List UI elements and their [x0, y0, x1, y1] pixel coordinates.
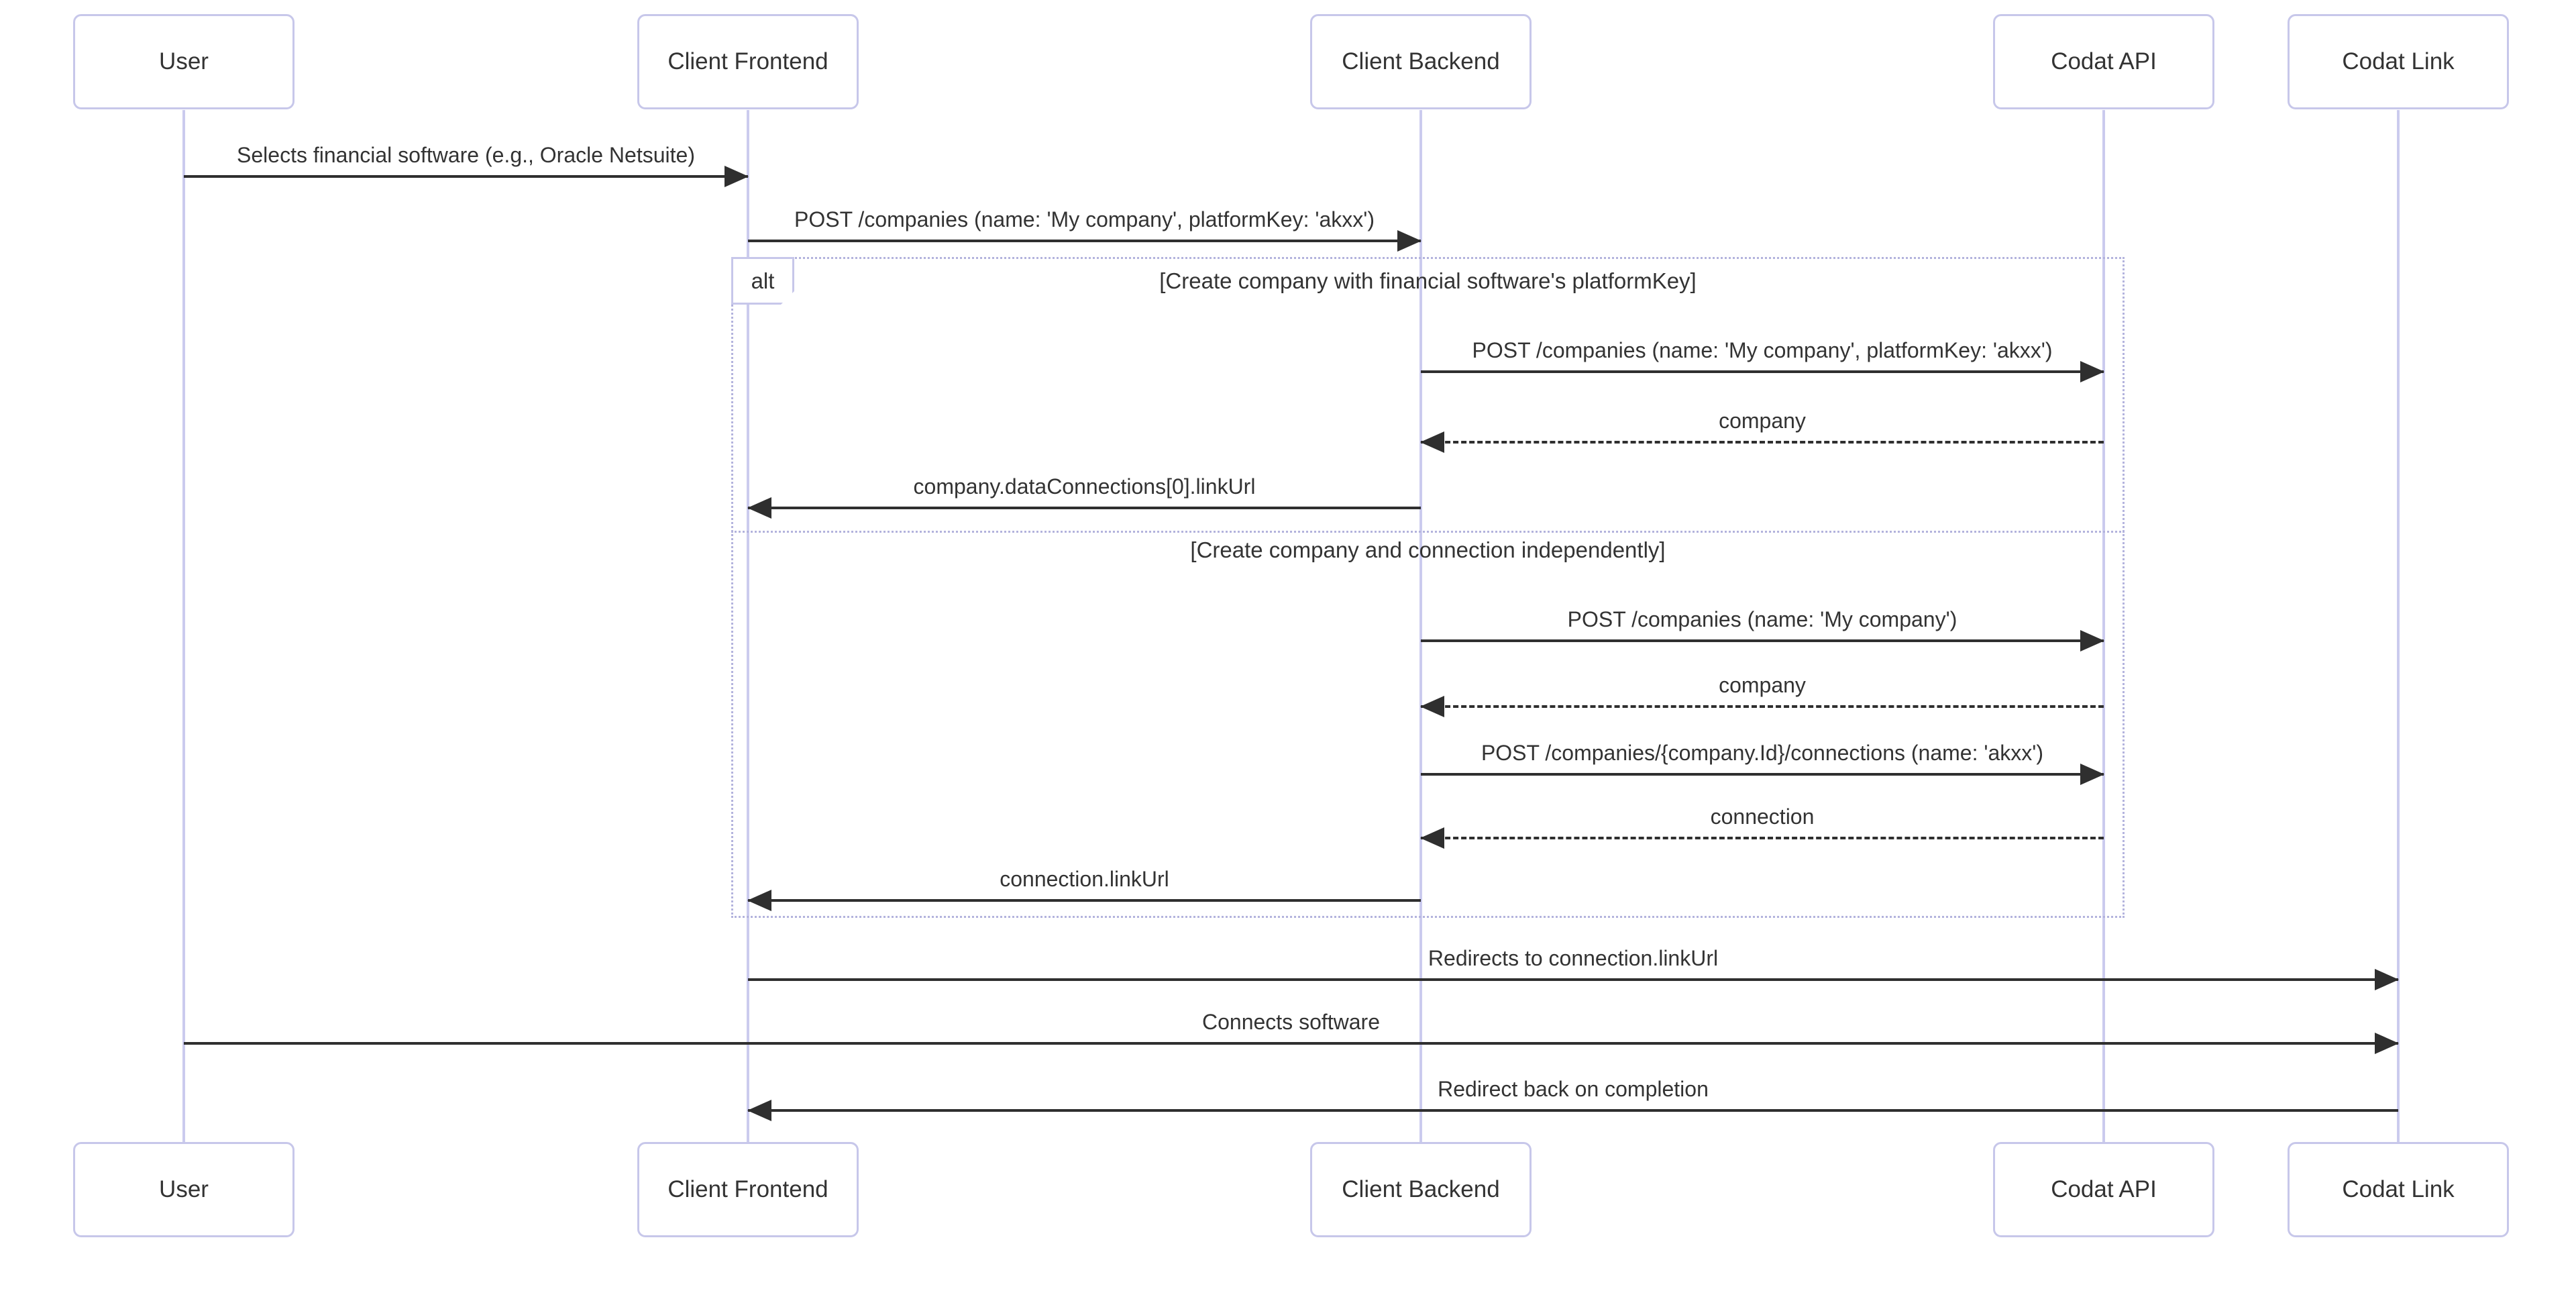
message-label: POST /companies (name: 'My company', pla… [1472, 338, 2053, 362]
message-label: connection [1710, 804, 1815, 829]
message-line [748, 240, 1421, 242]
participant-box-client-backend-bottom: Client Backend [1310, 1142, 1532, 1237]
arrowhead-right-icon [2080, 764, 2104, 785]
message-post-companies-platformkey-backend: POST /companies (name: 'My company', pla… [1421, 337, 2104, 382]
message-redirects-to-linkurl: Redirects to connection.linkUrl [748, 945, 2399, 990]
message-connects-software: Connects software [184, 1008, 2399, 1054]
alt-condition-1: [Create company with financial software'… [1159, 268, 1697, 293]
message-line [1421, 773, 2104, 776]
message-redirect-back: Redirect back on completion [747, 1076, 2398, 1121]
participant-box-codat-api-bottom: Codat API [1993, 1142, 2214, 1237]
arrowhead-right-icon [1397, 230, 1421, 252]
message-line [748, 899, 1421, 902]
message-label: POST /companies (name: 'My company', pla… [794, 207, 1375, 231]
message-label: POST /companies (name: 'My company') [1567, 607, 1957, 631]
arrowhead-right-icon [2375, 969, 2399, 990]
message-line-dashed [1421, 837, 2104, 839]
message-label: company [1719, 673, 1806, 697]
lifeline-user [182, 110, 185, 1142]
message-label: connection.linkUrl [1000, 867, 1169, 891]
message-line [748, 978, 2398, 981]
participant-box-codat-api-top: Codat API [1993, 14, 2214, 109]
message-post-companies-name-only: POST /companies (name: 'My company') [1421, 606, 2104, 652]
message-selects-financial-software: Selects financial software (e.g., Oracle… [184, 142, 749, 187]
lifeline-codat-api [2102, 110, 2105, 1142]
message-label: Redirects to connection.linkUrl [1428, 946, 1719, 970]
message-connection-linkurl: connection.linkUrl [747, 866, 1421, 911]
arrowhead-right-icon [2080, 630, 2104, 652]
message-line [1421, 639, 2104, 642]
message-label: Selects financial software (e.g., Oracle… [237, 143, 695, 167]
participant-box-user-top: User [73, 14, 294, 109]
arrowhead-right-icon [2375, 1033, 2399, 1054]
arrowhead-left-icon [1420, 696, 1444, 717]
message-label: Redirect back on completion [1438, 1077, 1709, 1101]
lifeline-codat-link [2397, 110, 2400, 1142]
participant-box-codat-link-bottom: Codat Link [2288, 1142, 2509, 1237]
arrowhead-right-icon [2080, 361, 2104, 382]
participant-box-codat-link-top: Codat Link [2288, 14, 2509, 109]
alt-fragment-operator: alt [731, 257, 794, 305]
message-label: POST /companies/{company.Id}/connections… [1481, 741, 2044, 765]
message-post-companies-platformkey-frontend: POST /companies (name: 'My company', pla… [748, 206, 1421, 252]
message-line [184, 175, 748, 178]
lifeline-client-backend [1419, 110, 1422, 1142]
participant-box-client-backend-top: Client Backend [1310, 14, 1532, 109]
message-company-response-2: company [1420, 672, 2104, 717]
message-line-dashed [1421, 441, 2104, 444]
arrowhead-left-icon [747, 1100, 771, 1121]
alt-fragment-divider [731, 531, 2125, 533]
message-line [748, 507, 1421, 509]
message-label: Connects software [1201, 1010, 1380, 1034]
message-label: company.dataConnections[0].linkUrl [913, 474, 1256, 499]
alt-fragment [731, 257, 2125, 918]
alt-condition-2: [Create company and connection independe… [1190, 537, 1666, 562]
message-post-connections: POST /companies/{company.Id}/connections… [1421, 739, 2104, 785]
message-line [184, 1042, 2398, 1045]
message-line-dashed [1421, 705, 2104, 708]
participant-box-client-frontend-top: Client Frontend [637, 14, 859, 109]
message-label: company [1719, 409, 1806, 433]
participant-box-client-frontend-bottom: Client Frontend [637, 1142, 859, 1237]
lifeline-client-frontend [747, 110, 749, 1142]
arrowhead-left-icon [747, 497, 771, 519]
message-dataconnections-linkurl: company.dataConnections[0].linkUrl [747, 473, 1421, 519]
arrowhead-left-icon [747, 890, 771, 911]
arrowhead-right-icon [724, 166, 749, 187]
arrowhead-left-icon [1420, 827, 1444, 849]
message-line [1421, 370, 2104, 373]
message-line [748, 1109, 2398, 1112]
participant-box-user-bottom: User [73, 1142, 294, 1237]
message-company-response-1: company [1420, 407, 2104, 453]
message-connection-response: connection [1420, 803, 2104, 849]
arrowhead-left-icon [1420, 431, 1444, 453]
